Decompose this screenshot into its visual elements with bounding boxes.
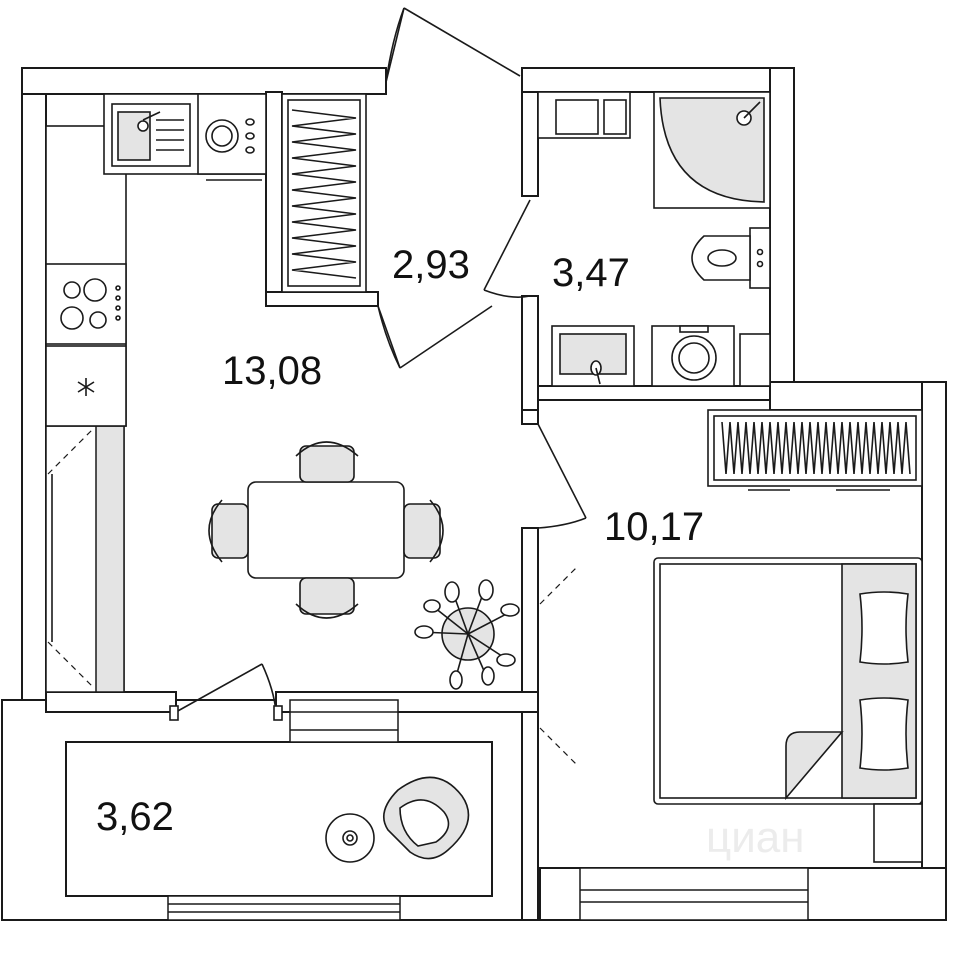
snowflake-icon <box>45 345 127 427</box>
pillow-icon <box>859 591 909 771</box>
walls <box>1 67 947 921</box>
watermark-text: циан <box>706 813 805 862</box>
hallway-area: 2,93 <box>392 243 470 287</box>
wardrobe <box>281 93 367 293</box>
loggia-door <box>169 663 283 721</box>
windows <box>45 423 809 921</box>
toilet-icon <box>691 227 771 289</box>
hallway-door <box>377 305 493 369</box>
kitchen-sink-icon <box>111 103 191 167</box>
stove-hob-icon <box>45 263 127 345</box>
bedroom-wardrobe <box>707 409 923 491</box>
bathroom-door <box>483 199 531 298</box>
dishwasher-icon <box>197 93 267 181</box>
dining-set <box>208 441 444 619</box>
bedroom-door <box>537 423 587 767</box>
kitchen-counter <box>45 93 267 427</box>
bed <box>653 557 923 863</box>
bedroom-area: 10,17 <box>604 505 704 549</box>
washing-machine-icon <box>651 325 735 387</box>
entrance-door <box>385 7 521 83</box>
side-table-icon <box>325 813 375 863</box>
bathroom-area: 3,47 <box>552 251 630 295</box>
shower-icon <box>653 91 771 209</box>
bathroom-fixtures <box>537 91 771 387</box>
loggia-area: 3,62 <box>96 795 174 839</box>
plant-icon <box>414 579 520 690</box>
washbasin-icon <box>551 325 635 387</box>
armchair-icon <box>382 776 470 860</box>
kitchen-living-area: 13,08 <box>222 349 322 393</box>
